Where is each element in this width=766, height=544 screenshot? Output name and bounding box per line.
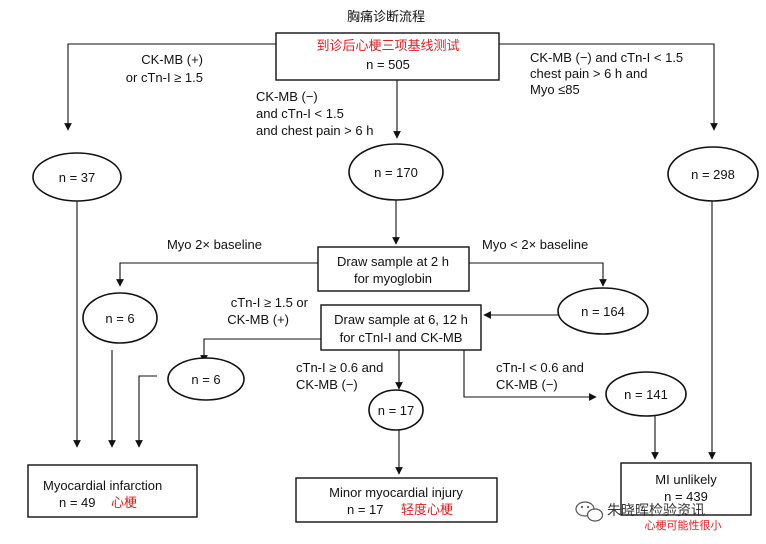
neg-label-line2: CK-MB (−)	[496, 377, 558, 392]
ctni-box-line2: for cTnI-I and CK-MB	[340, 330, 463, 345]
branch-right-line2: chest pain > 6 h and	[530, 66, 647, 81]
result-mi-cn: 心梗	[111, 495, 137, 510]
branch-mid-line3: and chest pain > 6 h	[256, 123, 373, 138]
branch-mid-line2: and cTn-I < 1.5	[256, 106, 344, 121]
result-unlikely-cn: 心梗可能性很小	[645, 518, 722, 532]
result-minor-injury	[295, 477, 498, 523]
myoglobin-box	[317, 246, 470, 292]
minor-label-line1: cTn-I ≥ 0.6 and	[296, 360, 383, 375]
oval-n37-label: n = 37	[59, 170, 96, 185]
result-unlikely-line2: n = 439	[664, 489, 708, 504]
oval-n17	[368, 389, 424, 431]
arrow-ctni-neg	[463, 350, 597, 401]
result-mi-line2: n = 49	[59, 495, 96, 510]
oval-n164-label: n = 164	[581, 304, 625, 319]
neg-label-line1: cTn-I < 0.6 and	[496, 360, 584, 375]
arrow-ctni-pos	[200, 338, 321, 363]
ctni-box-line1: Draw sample at 6, 12 h	[334, 312, 468, 327]
oval-n6-ctni	[167, 357, 245, 401]
arrow-myo-low	[469, 262, 607, 287]
branch-right-line3: Myo ≤85	[530, 82, 580, 97]
oval-n164	[557, 287, 649, 335]
minor-label-line2: CK-MB (−)	[296, 377, 358, 392]
oval-n6-myo	[82, 292, 158, 344]
result-mi-unlikely	[620, 462, 752, 516]
arrow-myo-high	[116, 262, 318, 287]
oval-n141-label: n = 141	[624, 387, 668, 402]
chart-title: 胸痛诊断流程	[347, 9, 425, 25]
top-box-title: 到诊后心梗三项基线测试	[316, 38, 459, 53]
ctni-box	[320, 304, 482, 351]
arrow-right-branch	[499, 43, 718, 131]
oval-n298-label: n = 298	[691, 167, 735, 182]
branch-left-line2: or cTn-I ≥ 1.5	[126, 70, 203, 85]
top-box-count: n = 505	[366, 57, 410, 72]
oval-n6-myo-label: n = 6	[105, 311, 134, 326]
oval-n170-label: n = 170	[374, 165, 418, 180]
oval-n6-ctni-label: n = 6	[191, 372, 220, 387]
ctni-pos-line2: CK-MB (+)	[227, 312, 289, 327]
arrow-6b-to-mi	[135, 375, 157, 448]
myoglobin-box-line1: Draw sample at 2 h	[337, 254, 449, 269]
result-minor-cn: 轻度心梗	[401, 502, 453, 517]
wechat-watermark: 朱晓晖检验资讯	[575, 501, 705, 522]
result-minor-line2: n = 17	[347, 502, 384, 517]
branch-right-line1: CK-MB (−) and cTn-I < 1.5	[530, 50, 683, 65]
oval-n298	[667, 146, 759, 202]
myoglobin-box-line2: for myoglobin	[354, 271, 432, 286]
arrow-left-branch	[64, 43, 276, 131]
result-mi-line1: Myocardial infarction	[43, 478, 162, 493]
wechat-logo-icon	[575, 501, 604, 522]
result-unlikely-line1: MI unlikely	[655, 472, 717, 487]
myo-high-label: Myo 2× baseline	[167, 237, 262, 252]
watermark-text: 朱晓晖检验资讯	[607, 503, 705, 519]
top-box	[275, 32, 500, 81]
ctni-pos-line1: cTn-I ≥ 1.5 or	[231, 295, 309, 310]
result-myocardial-infarction	[27, 464, 198, 518]
result-minor-line1: Minor myocardial injury	[329, 485, 463, 500]
oval-n17-label: n = 17	[378, 403, 415, 418]
oval-n141	[605, 371, 687, 417]
branch-left-line1: CK-MB (+)	[141, 52, 203, 67]
branch-mid-line1: CK-MB (−)	[256, 89, 318, 104]
myo-low-label: Myo < 2× baseline	[482, 237, 588, 252]
